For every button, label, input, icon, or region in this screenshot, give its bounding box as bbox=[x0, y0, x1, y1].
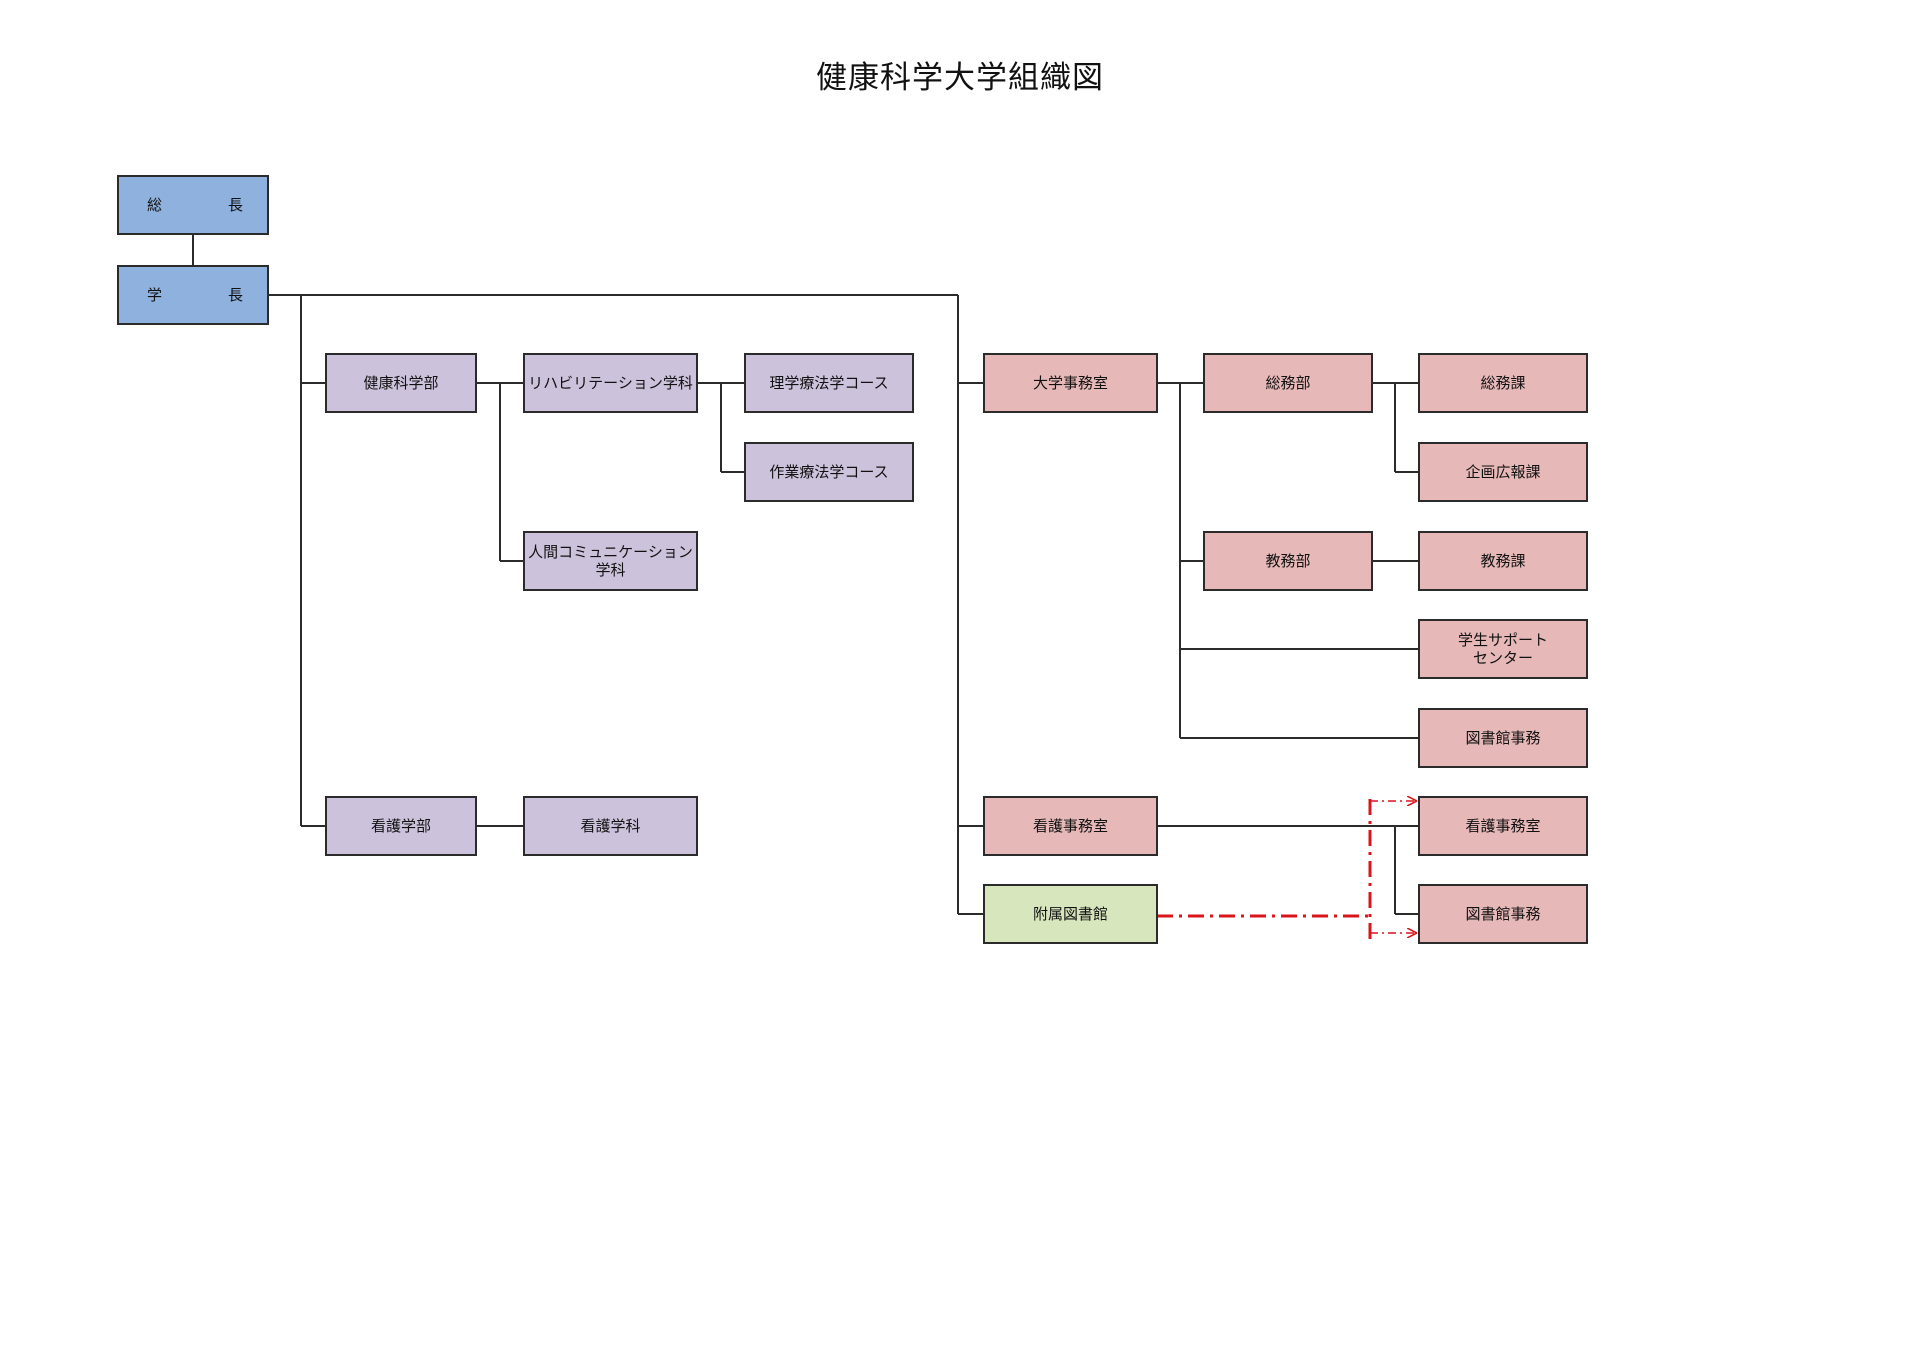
node-kenkou-kagaku-bu: 健康科学部 bbox=[325, 353, 477, 413]
node-gakuchou-label-right: 長 bbox=[227, 286, 243, 304]
node-soumu-ka: 総務課 bbox=[1418, 353, 1588, 413]
node-sagyou-course: 作業療法学コース bbox=[744, 442, 914, 502]
chart-title: 健康科学大学組織図 bbox=[816, 60, 1104, 96]
node-sochou-label-left: 総 bbox=[147, 196, 163, 214]
node-gakuchou-label-left: 学 bbox=[147, 286, 163, 304]
node-rigaku-course: 理学療法学コース bbox=[744, 353, 914, 413]
node-fuzoku-toshokan: 附属図書館 bbox=[983, 884, 1158, 944]
node-soumu-bu: 総務部 bbox=[1203, 353, 1373, 413]
node-kango-jimushitsu-right: 看護事務室 bbox=[1418, 796, 1588, 856]
node-toshokan-jimu-1: 図書館事務 bbox=[1418, 708, 1588, 768]
node-daigaku-jimushitsu: 大学事務室 bbox=[983, 353, 1158, 413]
node-kyoumu-bu: 教務部 bbox=[1203, 531, 1373, 591]
node-ningen-comm-gakka: 人間コミュニケーション 学科 bbox=[523, 531, 698, 591]
node-kikaku-kouhou-ka: 企画広報課 bbox=[1418, 442, 1588, 502]
node-kango-jimushitsu-left: 看護事務室 bbox=[983, 796, 1158, 856]
node-rehab-gakka: リハビリテーション学科 bbox=[523, 353, 698, 413]
node-kyoumu-ka: 教務課 bbox=[1418, 531, 1588, 591]
node-toshokan-jimu-2: 図書館事務 bbox=[1418, 884, 1588, 944]
node-gakuchou: 学 長 bbox=[117, 265, 269, 325]
node-gakusei-support: 学生サポート センター bbox=[1418, 619, 1588, 679]
node-sochou-label-right: 長 bbox=[227, 196, 243, 214]
node-sochou: 総 長 bbox=[117, 175, 269, 235]
node-kango-gakka: 看護学科 bbox=[523, 796, 698, 856]
node-kango-gakubu: 看護学部 bbox=[325, 796, 477, 856]
